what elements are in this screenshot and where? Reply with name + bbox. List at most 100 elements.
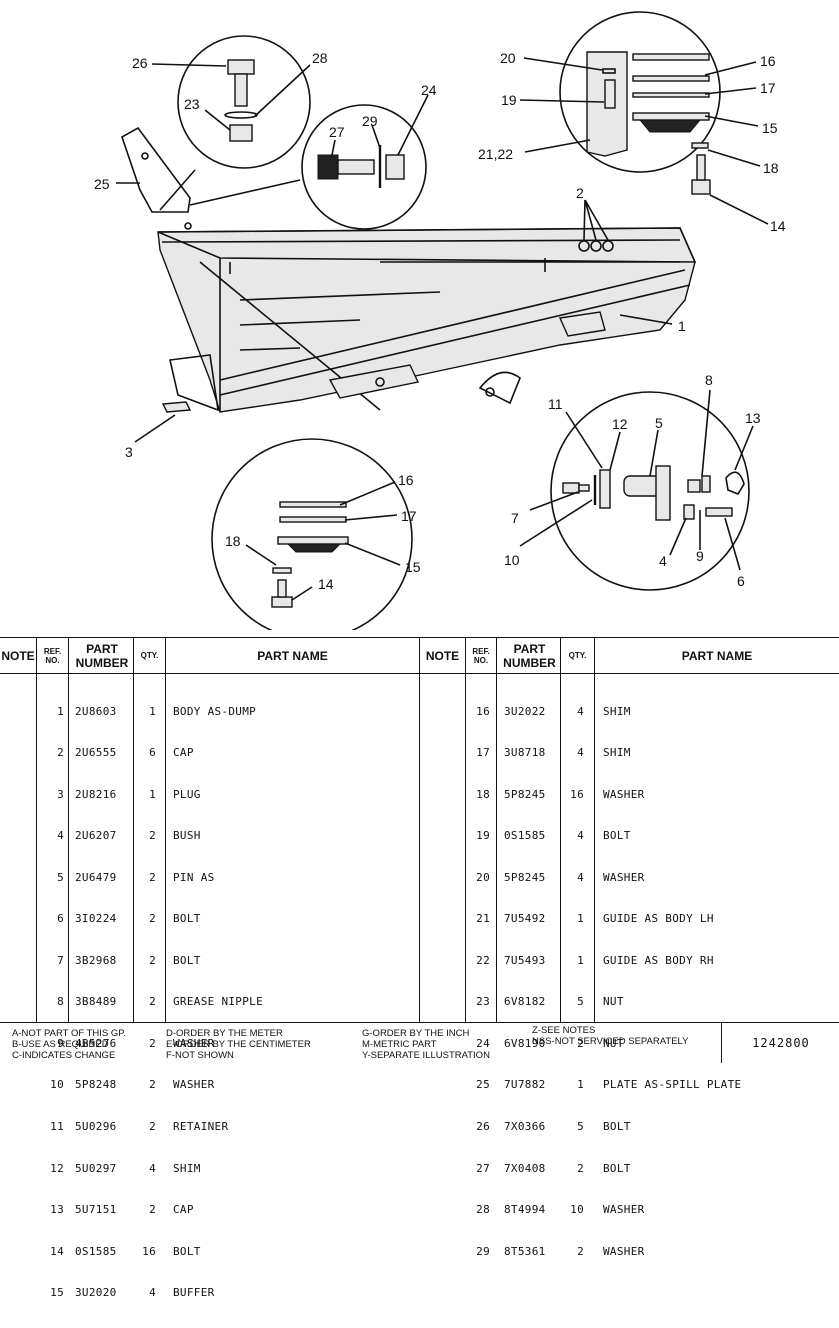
- part-name-cell: CAP: [173, 1203, 194, 1217]
- part-name-cell: NUT: [603, 995, 624, 1009]
- part-number-cell: 5U7151: [75, 1203, 117, 1217]
- detail-circle-body-guide: [519, 11, 759, 173]
- part-number-cell: 5U0297: [75, 1161, 117, 1175]
- header-part-name-left: PART NAME: [257, 648, 328, 663]
- ref-cell: 10: [50, 1078, 64, 1092]
- plug-part-3: [134, 401, 192, 443]
- qty-cell: 1: [149, 787, 156, 801]
- qty-cell: 16: [142, 1244, 156, 1258]
- callout-17: 17: [760, 80, 776, 96]
- legend-e: E-ORDER BY THE CENTIMETER: [166, 1039, 311, 1050]
- callout-18: 18: [763, 160, 779, 176]
- part-number-cell: 3U2020: [75, 1286, 117, 1300]
- legend-nss: NSS-NOT SERVICED SEPARATELY: [532, 1036, 689, 1047]
- part-name-cell: BUFFER: [173, 1286, 215, 1300]
- header-qty-left: QTY.: [140, 651, 159, 660]
- qty-cell: 4: [577, 870, 584, 884]
- callout-14b: 14: [318, 576, 334, 592]
- qty-cell: 1: [577, 912, 584, 926]
- ref-cell: 1: [57, 704, 64, 718]
- part-number-cell: 5P8248: [75, 1078, 117, 1092]
- qty-cell: 2: [149, 870, 156, 884]
- callout-11: 11: [548, 396, 563, 412]
- part-name-cell: BOLT: [173, 953, 201, 967]
- qty-column-left: 1 6 1 2 2 2 2 2 2 2 2 4 2 16 4: [134, 677, 156, 1328]
- part-number-cell: 3U8718: [504, 746, 546, 760]
- qty-cell: 4: [149, 1161, 156, 1175]
- callout-13: 13: [745, 410, 761, 426]
- callout-20: 20: [500, 50, 516, 66]
- part-number-cell: 4B5276: [75, 1036, 117, 1050]
- part-name-column-left: BODY AS-DUMP CAP PLUG BUSH PIN AS BOLT B…: [173, 677, 413, 1328]
- callout-1: 1: [678, 318, 686, 334]
- detail-circle-pin-assembly: [519, 389, 754, 591]
- callout-14: 14: [770, 218, 786, 234]
- legend-c: C-INDICATES CHANGE: [12, 1050, 116, 1061]
- callout-21-22: 21,22: [478, 146, 513, 162]
- header-qty-right: QTY.: [568, 651, 587, 660]
- qty-cell: 5: [577, 1120, 584, 1133]
- part-name-cell: BOLT: [173, 1244, 201, 1258]
- spill-plate-drawing: [116, 126, 191, 213]
- qty-cell: 2: [149, 995, 156, 1009]
- qty-cell: 2: [149, 1203, 156, 1217]
- ref-cell: 5: [57, 870, 64, 884]
- qty-cell: 2: [149, 953, 156, 967]
- ref-cell: 17: [476, 746, 490, 760]
- part-number-cell: 2U6207: [75, 829, 117, 843]
- ref-cell: 25: [476, 1078, 490, 1092]
- legend-m: M-METRIC PART: [362, 1039, 437, 1050]
- part-number-cell: 3U2022: [504, 704, 546, 718]
- ref-cell: 3: [57, 787, 64, 801]
- part-name-cell: PLATE AS-SPILL PLATE: [603, 1078, 742, 1092]
- header-part-name-right: PART NAME: [681, 648, 753, 663]
- legend-b: B-USE AS REQUIRED: [12, 1039, 109, 1050]
- callout-27: 27: [329, 124, 345, 140]
- ref-cell: 26: [476, 1120, 490, 1133]
- part-number-cell: 8T5361: [504, 1244, 546, 1258]
- callout-3: 3: [125, 444, 133, 460]
- legend-y: Y-SEPARATE ILLUSTRATION: [362, 1050, 490, 1061]
- part-number-cell: 0S1585: [75, 1244, 117, 1258]
- callout-24: 24: [421, 82, 437, 98]
- qty-cell: 2: [149, 1036, 156, 1050]
- part-name-cell: WASHER: [603, 1244, 645, 1258]
- header-note-left: NOTE: [1, 648, 35, 663]
- ref-cell: 15: [50, 1286, 64, 1300]
- part-number-cell: 2U6479: [75, 870, 117, 884]
- part-number-cell: 3B8489: [75, 995, 117, 1009]
- callout-23: 23: [184, 96, 200, 112]
- part-name-cell: BODY AS-DUMP: [173, 704, 257, 718]
- callout-8: 8: [705, 372, 713, 388]
- part-number-cell: 6V8182: [504, 995, 546, 1009]
- qty-cell: 1: [149, 704, 156, 718]
- ref-cell: 13: [50, 1203, 64, 1217]
- part-name-cell: GREASE NIPPLE: [173, 995, 263, 1009]
- callout-16: 16: [760, 53, 776, 69]
- ref-cell: 16: [476, 704, 490, 718]
- ref-cell: 20: [476, 870, 490, 884]
- header-ref-no-left: REF. NO.: [43, 646, 62, 665]
- callout-9: 9: [696, 548, 704, 564]
- ref-cell: 14: [50, 1244, 64, 1258]
- part-number-cell: 2U6555: [75, 746, 117, 760]
- part-number-cell: 7U5492: [504, 912, 546, 926]
- ref-cell: 8: [57, 995, 64, 1009]
- qty-cell: 2: [149, 829, 156, 843]
- qty-cell: 2: [577, 1036, 584, 1050]
- part-name-cell: CAP: [173, 746, 194, 760]
- detail-circle-bolt-washer: [189, 94, 429, 230]
- part-number-cell: 2U8216: [75, 787, 117, 801]
- qty-cell: 1: [577, 1078, 584, 1092]
- ref-cell: 27: [476, 1161, 490, 1175]
- callout-25: 25: [94, 176, 110, 192]
- legend-z: Z-SEE NOTES: [532, 1025, 596, 1036]
- part-number-cell: 7X0366: [504, 1120, 546, 1133]
- qty-cell: 4: [577, 829, 584, 843]
- qty-cell: 2: [577, 1161, 584, 1175]
- legend-g: G-ORDER BY THE INCH: [362, 1028, 470, 1039]
- ref-cell: 21: [476, 912, 490, 926]
- ref-cell: 29: [476, 1244, 490, 1258]
- part-number-cell: 5P8245: [504, 787, 546, 801]
- part-number-cell: 5P8245: [504, 870, 546, 884]
